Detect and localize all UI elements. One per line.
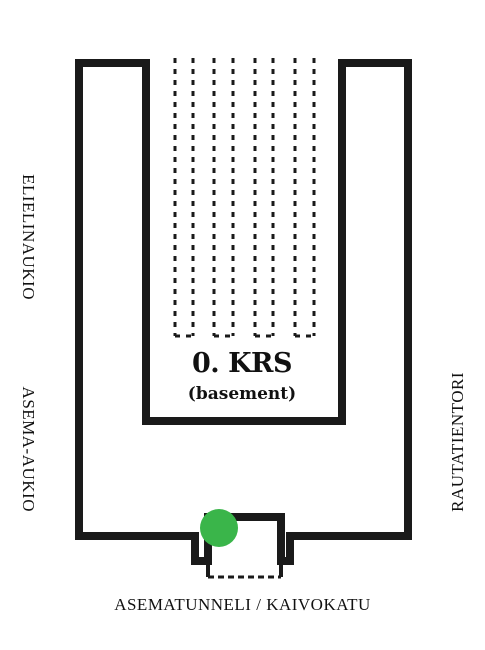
- label-asematunneli-kaivokatu: ASEMATUNNELI / KAIVOKATU: [114, 595, 371, 614]
- building-wall: [75, 59, 412, 565]
- floor-title: 0. KRS: [192, 348, 293, 379]
- label-asema-aukio: ASEMA-AUKIO: [19, 386, 38, 512]
- you-are-here-dot-icon: [200, 509, 238, 547]
- parking-rows: [173, 58, 316, 338]
- label-elielinaukio: ELIELINAUKIO: [19, 174, 38, 300]
- floor-subtitle: (basement): [187, 384, 297, 404]
- label-rautatientori: RAUTATIENTORI: [448, 372, 467, 512]
- entrance-walls: [206, 561, 283, 577]
